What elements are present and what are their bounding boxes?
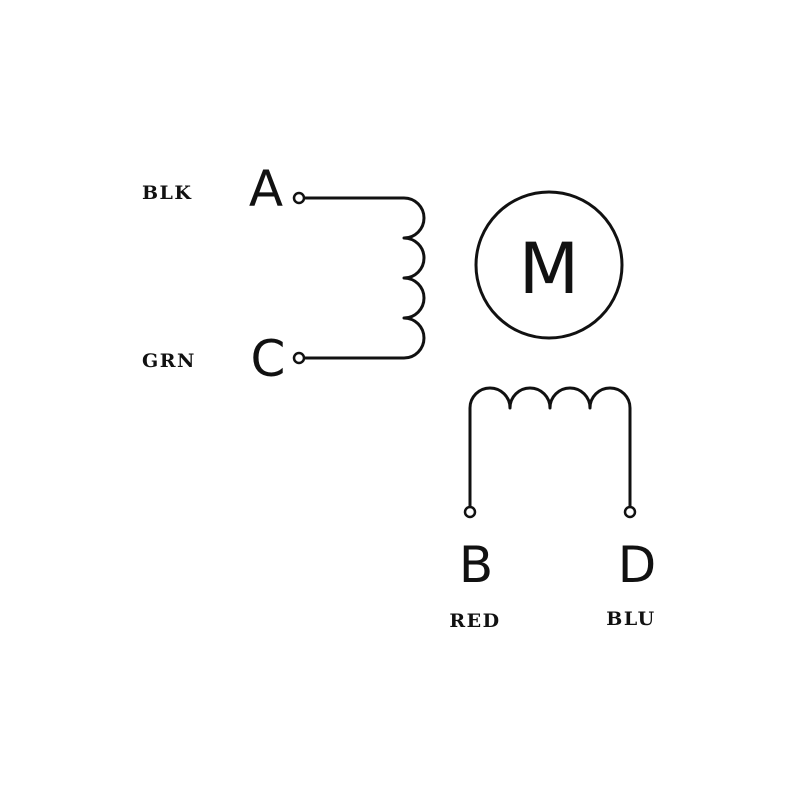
terminal-d-letter: D: [618, 536, 657, 594]
motor-symbol: M: [474, 190, 624, 340]
winding-a-c: [292, 191, 426, 365]
terminal-d-pin: [623, 505, 637, 519]
wire-color-d: BLU: [606, 608, 655, 630]
terminal-a-letter: A: [249, 160, 283, 218]
motor-circle: [474, 190, 624, 340]
motor-label: M: [519, 228, 579, 310]
terminal-b-letter: B: [459, 536, 493, 594]
terminal-a-pin: [292, 191, 306, 205]
coil-b-d: [468, 386, 632, 510]
wire-color-a: BLK: [142, 182, 192, 204]
coil-a-c: [300, 196, 426, 360]
terminal-c-pin: [292, 351, 306, 365]
wire-color-b: RED: [449, 610, 500, 632]
winding-b-d: [463, 386, 637, 519]
terminal-c-letter: C: [251, 330, 286, 388]
terminal-b-pin: [463, 505, 477, 519]
wire-color-c: GRN: [142, 350, 196, 372]
